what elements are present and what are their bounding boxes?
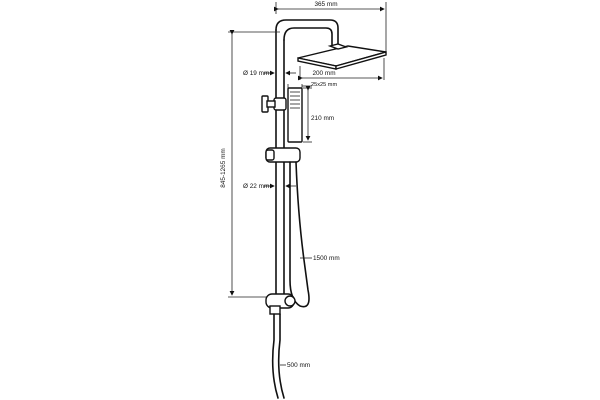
- dimension-25x25: 25x25 mm: [287, 82, 337, 88]
- shower-arm: [275, 19, 339, 101]
- label-1500: 1500 mm: [313, 255, 340, 262]
- diverter-valve: [265, 293, 296, 315]
- shower-hose: [289, 161, 310, 308]
- label-height: 845-1265 mm: [220, 148, 227, 187]
- label-19: Ø 19 mm: [243, 70, 269, 77]
- dimension-height: 845-1265 mm: [220, 30, 280, 298]
- dimension-200: 200 mm: [298, 58, 385, 81]
- label-500: 500 mm: [287, 362, 310, 369]
- dimension-500: 500 mm: [280, 362, 310, 369]
- label-22: Ø 22 mm: [243, 183, 269, 190]
- outlet-pipe: [271, 313, 285, 399]
- dimension-210: 210 mm: [303, 86, 334, 143]
- label-200: 200 mm: [312, 70, 335, 77]
- shower-head: [297, 43, 387, 70]
- label-210: 210 mm: [311, 115, 334, 122]
- riser-pipe: [273, 97, 287, 299]
- dimension-19: Ø 19 mm: [243, 70, 296, 77]
- dimension-1500: 1500 mm: [300, 255, 340, 262]
- dimension-22: Ø 22 mm: [243, 183, 296, 190]
- slide-holder: [265, 147, 301, 163]
- dimension-365: 365 mm: [274, 1, 387, 52]
- hand-shower: [287, 87, 303, 143]
- label-25x25: 25x25 mm: [311, 82, 337, 88]
- wall-bracket: [261, 95, 276, 113]
- label-365: 365 mm: [314, 1, 337, 8]
